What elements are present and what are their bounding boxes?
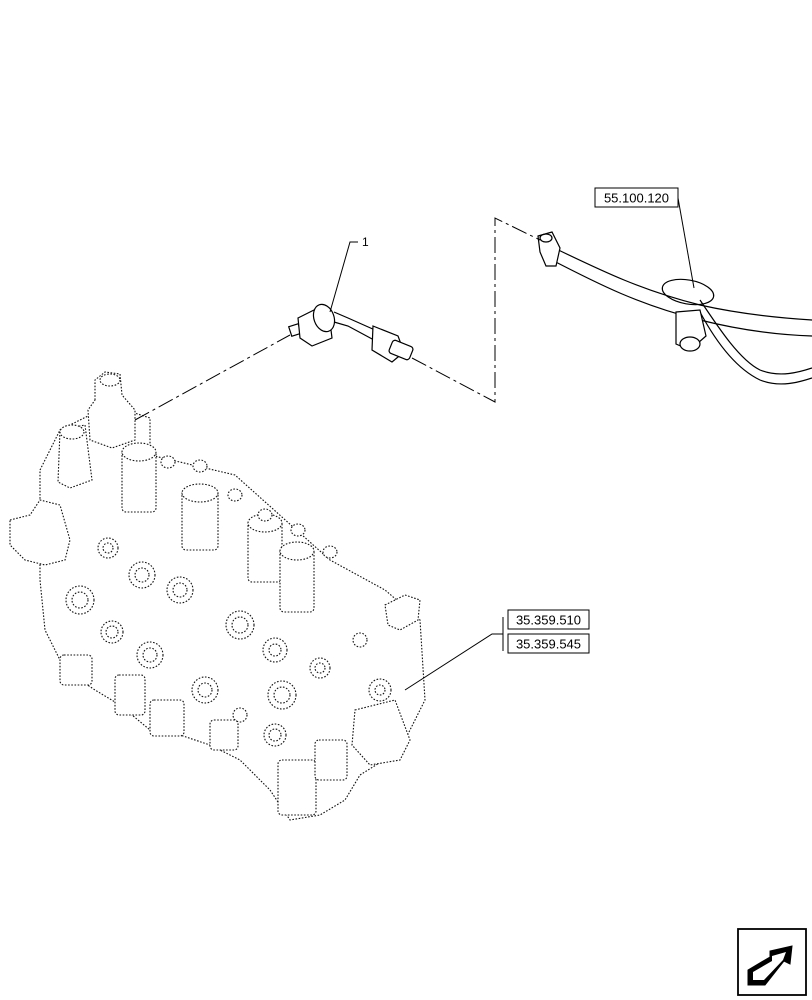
ref-box-valve-2[interactable]: 35.359.545: [507, 633, 590, 654]
next-page-arrow-icon[interactable]: [737, 928, 807, 996]
ref-harness-label: 55.100.120: [604, 191, 669, 206]
ref-valve-2-label: 35.359.545: [516, 637, 581, 652]
valve-ports: [65, 537, 392, 747]
callout-item-1: 1: [362, 235, 369, 249]
wiring-harness: [537, 231, 812, 385]
ref-valve-1-label: 35.359.510: [516, 613, 581, 628]
pressure-switch-item-1: [287, 303, 414, 363]
ref-box-valve-1[interactable]: 35.359.510: [507, 609, 590, 630]
leader-lines: [329, 197, 695, 691]
valve-bottom-bosses: [59, 654, 411, 816]
control-valve-assembly: [9, 371, 426, 821]
alignment-chain-lines: [134, 217, 541, 421]
ref-box-harness[interactable]: 55.100.120: [594, 187, 679, 208]
spool-lever-eyes: [160, 455, 338, 559]
